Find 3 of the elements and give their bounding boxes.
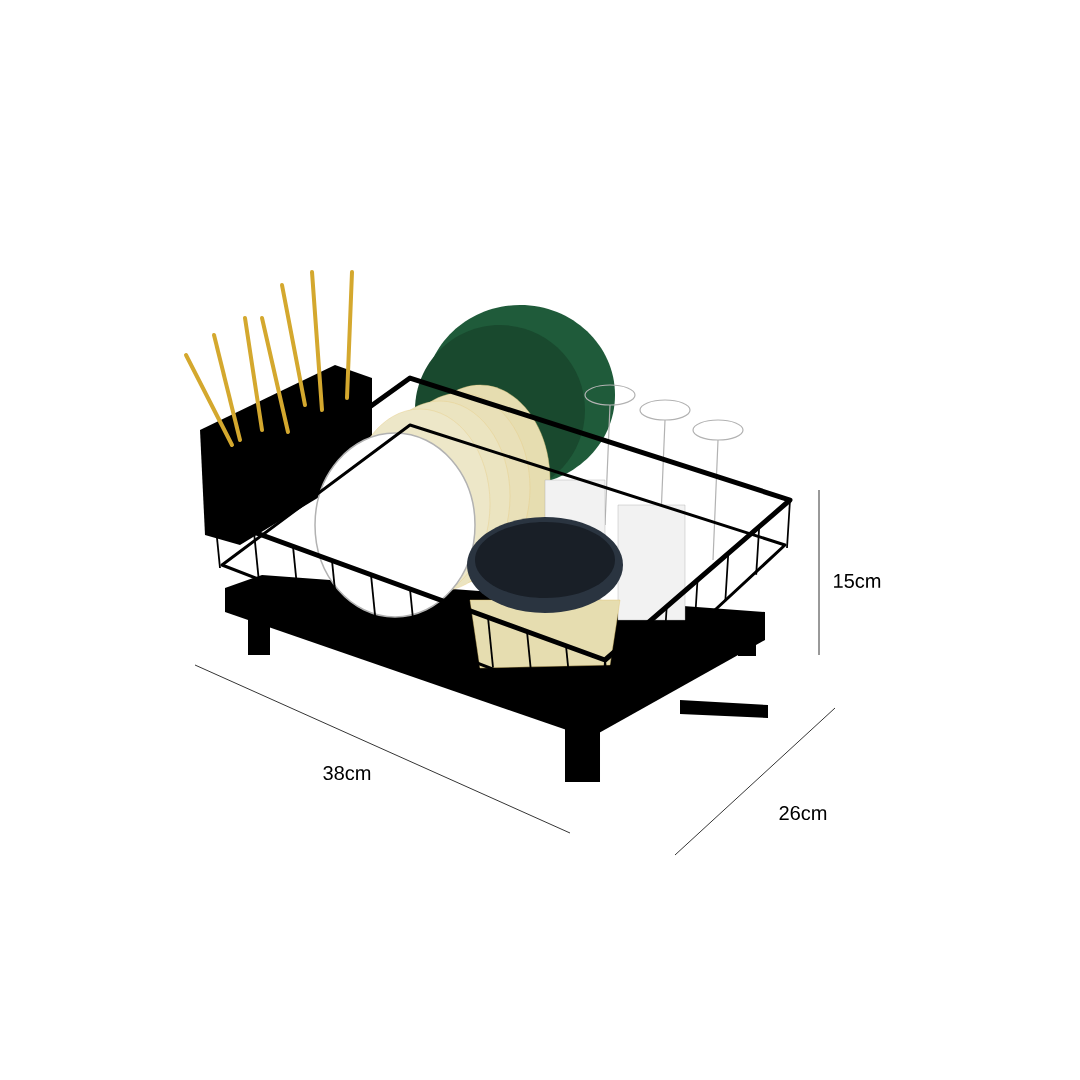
dimension-label: 38cm — [323, 765, 371, 781]
dimension-label: 15cm — [834, 574, 881, 588]
dimension-label: 26cm — [779, 805, 827, 821]
